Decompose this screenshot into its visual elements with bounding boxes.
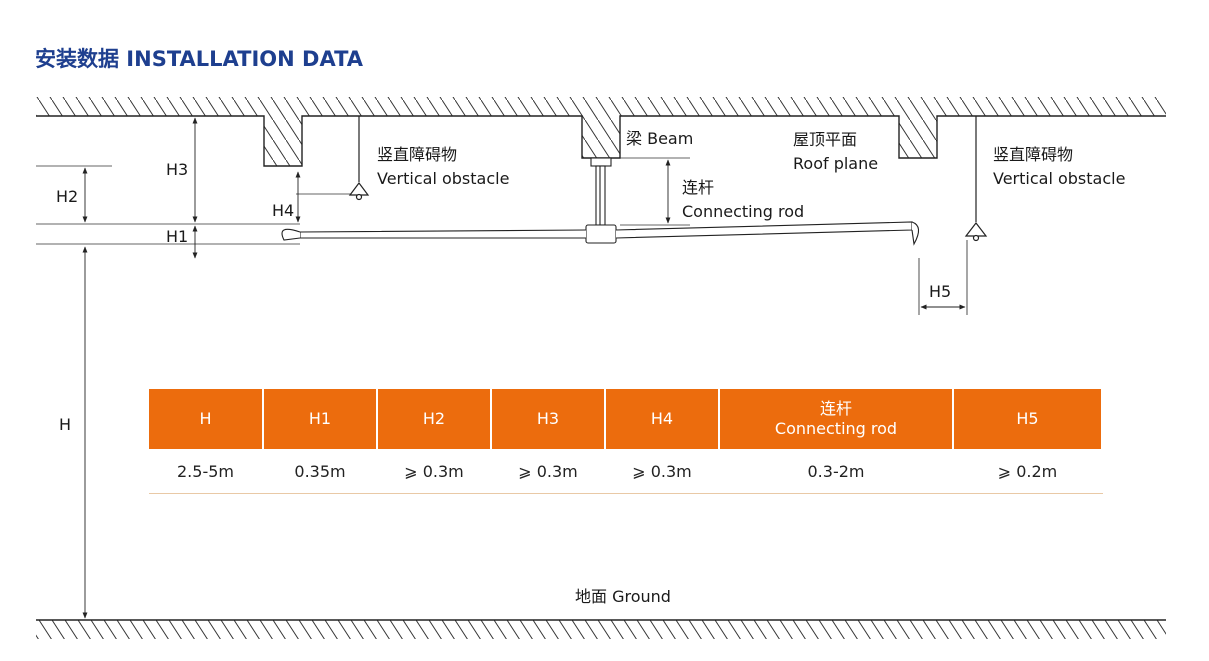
vertical-obstacle-right	[964, 116, 988, 242]
fan-motor	[585, 224, 617, 244]
fan-blade-right	[615, 221, 913, 239]
header-h3: H3	[492, 389, 604, 449]
obstacle-left-label-en: Vertical obstacle	[377, 169, 509, 188]
value-h1: 0.35m	[294, 461, 346, 481]
h2-label: H2	[56, 187, 78, 206]
value-h2: ⩾ 0.3m	[404, 461, 464, 481]
header-h: H	[149, 389, 262, 449]
reference-lines	[36, 157, 690, 245]
h5-label: H5	[929, 282, 951, 301]
header-h5: H5	[954, 389, 1101, 449]
vertical-obstacle-left	[348, 116, 370, 201]
fan-mount	[590, 157, 612, 167]
roof-label-cn: 屋顶平面	[793, 130, 857, 149]
ground	[36, 619, 1166, 639]
beam-label: 梁 Beam	[626, 129, 693, 148]
value-h: 2.5-5m	[177, 461, 234, 481]
h-label: H	[59, 415, 71, 434]
fan-blade-left	[299, 229, 587, 239]
rod-label-cn: 连杆	[682, 178, 714, 197]
value-h4: ⩾ 0.3m	[632, 461, 692, 481]
obstacle-right-label-cn: 竖直障碍物	[993, 145, 1073, 164]
obstacle-left-label-cn: 竖直障碍物	[377, 145, 457, 164]
h4-label: H4	[272, 201, 294, 220]
obstacle-right-label-en: Vertical obstacle	[993, 169, 1125, 188]
header-h4: H4	[606, 389, 718, 449]
header-rod-cn: 连杆	[819, 399, 852, 418]
fan-assembly	[281, 157, 920, 246]
header-h2: H2	[378, 389, 490, 449]
header-rod-en: Connecting rod	[774, 419, 898, 438]
ground-label: 地面 Ground	[575, 587, 671, 606]
roof-label-en: Roof plane	[793, 154, 878, 173]
dimension-arrows	[82, 117, 968, 619]
h1-label: H1	[166, 227, 188, 246]
table-header-row: H H1 H2 H3 H4 连杆 Connecting rod H5	[149, 389, 1103, 449]
value-h3: ⩾ 0.3m	[518, 461, 578, 481]
rod-label-en: Connecting rod	[682, 202, 804, 221]
value-h5: ⩾ 0.2m	[997, 461, 1058, 481]
table-value-row: 2.5-5m 0.35m ⩾ 0.3m ⩾ 0.3m ⩾ 0.3m 0.3-2m…	[149, 449, 1103, 494]
ceiling	[36, 97, 1166, 167]
value-connecting-rod: 0.3-2m	[807, 461, 865, 481]
installation-data-table: H H1 H2 H3 H4 连杆 Connecting rod H5 2.5-5…	[149, 389, 1103, 494]
header-connecting-rod: 连杆 Connecting rod	[720, 389, 952, 449]
h3-label: H3	[166, 160, 188, 179]
header-h1: H1	[264, 389, 376, 449]
page-title: 安装数据 INSTALLATION DATA	[35, 47, 364, 71]
